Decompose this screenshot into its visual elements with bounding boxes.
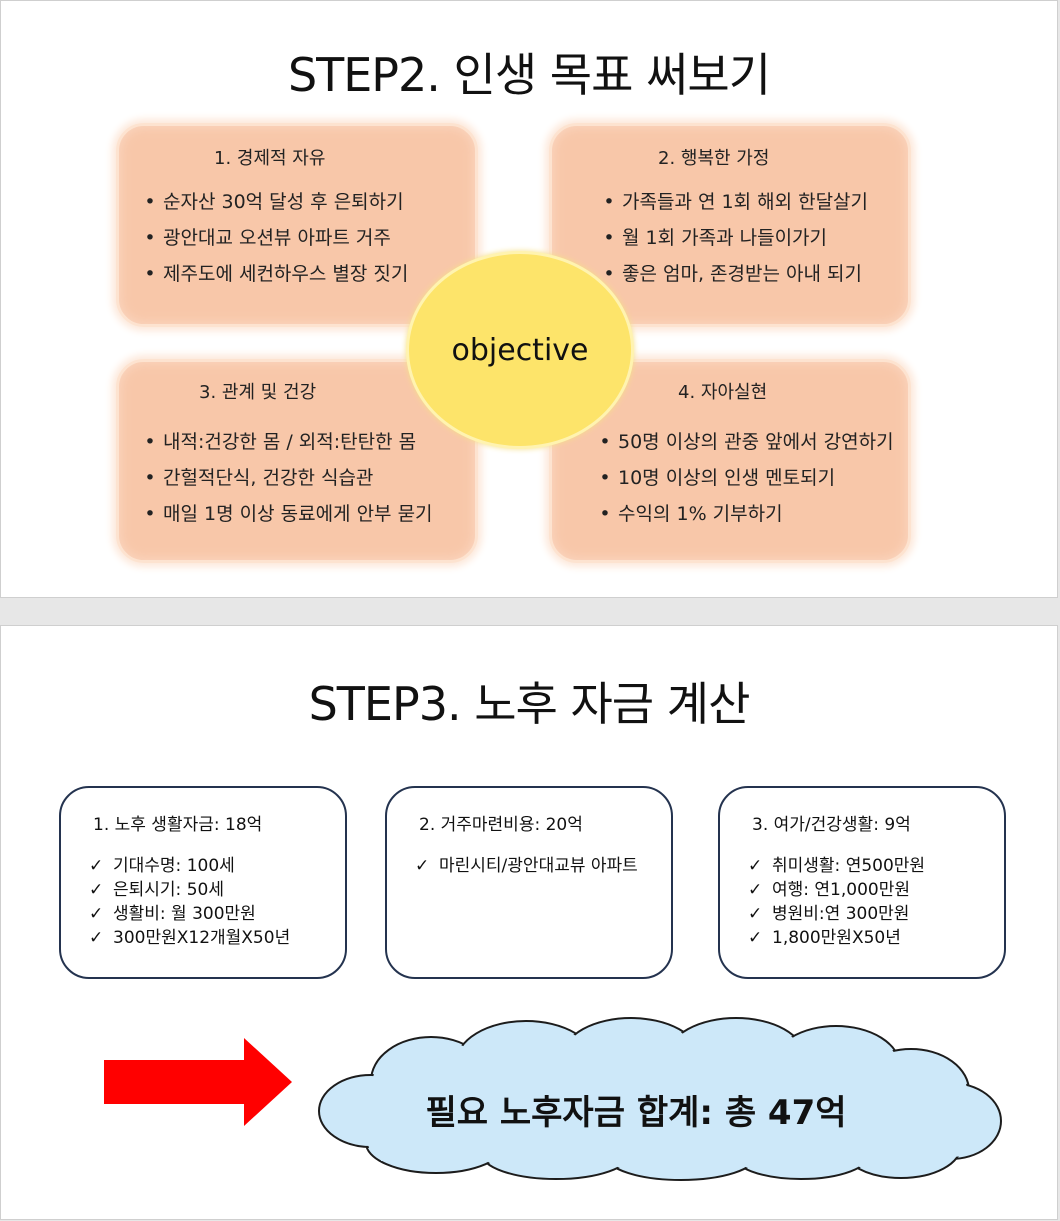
objective-label: objective — [451, 332, 589, 368]
calc-item-text: 1,800만원X50년 — [772, 928, 901, 948]
calc-list: ✓ 기대수명: 100세 ✓ 은퇴시기: 50세 ✓ 생활비: 월 300만원 ✓ 30… — [89, 854, 290, 950]
goal-item: 10명 이상의 인생 멘토되기 — [592, 460, 894, 496]
calc-item: ✓ 여행: 연1,000만원 — [748, 878, 925, 902]
slide-step2: STEP2. 인생 목표 써보기 1. 경제적 자유 순자산 30억 달성 후 … — [0, 0, 1058, 598]
check-icon: ✓ — [748, 856, 763, 876]
check-icon: ✓ — [89, 880, 104, 900]
check-icon: ✓ — [89, 928, 104, 948]
calc-item-text: 기대수명: 100세 — [113, 856, 235, 876]
goal-list: 순자산 30억 달성 후 은퇴하기 광안대교 오션뷰 아파트 거주 제주도에 세… — [137, 184, 408, 292]
goal-item: 순자산 30억 달성 후 은퇴하기 — [137, 184, 408, 220]
goal-title: 2. 행복한 가정 — [658, 148, 770, 169]
calc-item-text: 취미생활: 연500만원 — [772, 856, 926, 876]
calc-item: ✓ 기대수명: 100세 — [89, 854, 290, 878]
calc-item-text: 은퇴시기: 50세 — [113, 880, 224, 900]
slide-step3: STEP3. 노후 자금 계산 1. 노후 생활자금: 18억 ✓ 기대수명: 1… — [0, 625, 1058, 1220]
calc-title: 1. 노후 생활자금: 18억 — [93, 815, 263, 835]
calc-item-text: 300만원X12개월X50년 — [113, 928, 291, 948]
goal-title: 4. 자아실현 — [678, 382, 768, 403]
slide-title: STEP3. 노후 자금 계산 — [308, 677, 751, 731]
calc-title: 3. 여가/건강생활: 9억 — [752, 815, 911, 835]
slide-title: STEP2. 인생 목표 써보기 — [287, 48, 771, 102]
goal-box-financial-freedom: 1. 경제적 자유 순자산 30억 달성 후 은퇴하기 광안대교 오션뷰 아파트… — [116, 123, 478, 327]
goal-item: 월 1회 가족과 나들이가기 — [596, 220, 868, 256]
right-arrow-icon — [104, 1038, 292, 1126]
goal-item: 매일 1명 이상 동료에게 안부 묻기 — [137, 496, 433, 532]
check-icon: ✓ — [748, 880, 763, 900]
calc-box-housing-cost: 2. 거주마련비용: 20억 ✓ 마린시티/광안대교뷰 아파트 — [385, 786, 673, 979]
goal-item: 좋은 엄마, 존경받는 아내 되기 — [596, 256, 868, 292]
calc-item: ✓ 병원비:연 300만원 — [748, 902, 925, 926]
total-retirement-fund: 필요 노후자금 합계: 총 47억 — [425, 1093, 847, 1133]
calc-item: ✓ 마린시티/광안대교뷰 아파트 — [415, 854, 645, 878]
calc-list: ✓ 마린시티/광안대교뷰 아파트 — [415, 854, 645, 878]
calc-item: ✓ 1,800만원X50년 — [748, 926, 925, 950]
goal-title: 3. 관계 및 건강 — [199, 382, 317, 403]
goal-item: 50명 이상의 관중 앞에서 강연하기 — [592, 424, 894, 460]
calc-box-leisure-health: 3. 여가/건강생활: 9억 ✓ 취미생활: 연500만원 ✓ 여행: 연1,000… — [718, 786, 1006, 979]
calc-item: ✓ 은퇴시기: 50세 — [89, 878, 290, 902]
calc-item: ✓ 300만원X12개월X50년 — [89, 926, 290, 950]
goal-item: 내적:건강한 몸 / 외적:탄탄한 몸 — [137, 424, 433, 460]
check-icon: ✓ — [89, 856, 104, 876]
calc-list: ✓ 취미생활: 연500만원 ✓ 여행: 연1,000만원 ✓ 병원비:연 300만원… — [748, 854, 925, 950]
check-icon: ✓ — [89, 904, 104, 924]
goal-list: 50명 이상의 관중 앞에서 강연하기 10명 이상의 인생 멘토되기 수익의 … — [592, 424, 894, 532]
goal-item: 간헐적단식, 건강한 식습관 — [137, 460, 433, 496]
calc-title: 2. 거주마련비용: 20억 — [419, 815, 583, 835]
goal-item: 수익의 1% 기부하기 — [592, 496, 894, 532]
cloud-shape — [318, 1017, 1002, 1181]
goal-item: 광안대교 오션뷰 아파트 거주 — [137, 220, 408, 256]
calc-item-text: 병원비:연 300만원 — [772, 904, 910, 924]
calc-item: ✓ 생활비: 월 300만원 — [89, 902, 290, 926]
calc-item-text: 여행: 연1,000만원 — [772, 880, 910, 900]
calc-item-text: 생활비: 월 300만원 — [113, 904, 256, 924]
objective-circle: objective — [406, 251, 634, 449]
goal-item: 가족들과 연 1회 해외 한달살기 — [596, 184, 868, 220]
check-icon: ✓ — [748, 928, 763, 948]
calc-item-text: 마린시티/광안대교뷰 아파트 — [439, 856, 638, 876]
calc-box-living-expenses: 1. 노후 생활자금: 18억 ✓ 기대수명: 100세 ✓ 은퇴시기: 50세 ✓… — [59, 786, 347, 979]
goal-item: 제주도에 세컨하우스 별장 짓기 — [137, 256, 408, 292]
check-icon: ✓ — [415, 856, 430, 876]
goal-list: 내적:건강한 몸 / 외적:탄탄한 몸 간헐적단식, 건강한 식습관 매일 1명… — [137, 424, 433, 532]
check-icon: ✓ — [748, 904, 763, 924]
goal-list: 가족들과 연 1회 해외 한달살기 월 1회 가족과 나들이가기 좋은 엄마, … — [596, 184, 868, 292]
calc-item: ✓ 취미생활: 연500만원 — [748, 854, 925, 878]
goal-title: 1. 경제적 자유 — [214, 148, 326, 169]
